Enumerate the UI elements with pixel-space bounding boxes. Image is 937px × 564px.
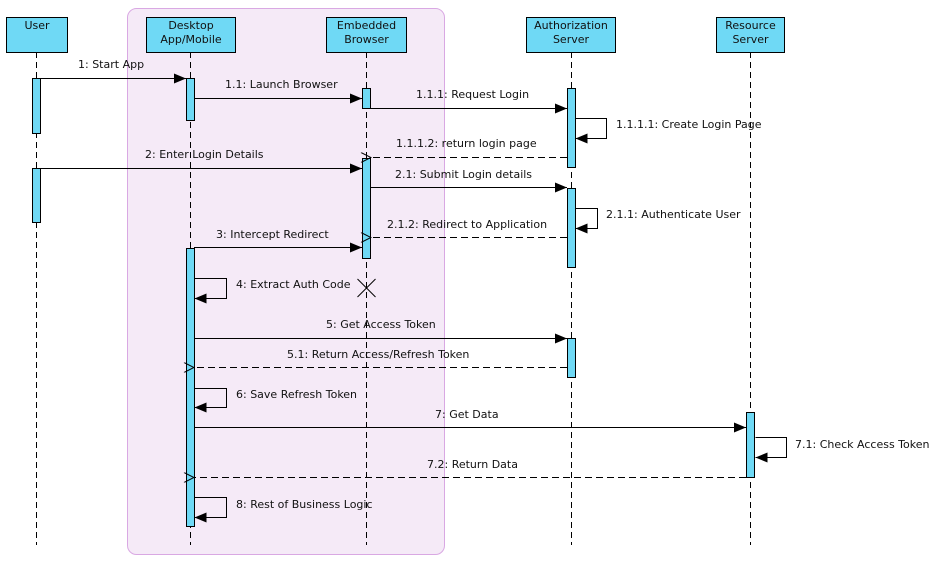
message-self[interactable] <box>575 118 607 144</box>
participant-box <box>6 17 68 53</box>
activation-bar-resource <box>746 412 755 478</box>
participant-label: Server <box>553 33 590 46</box>
participant-label: Browser <box>344 33 389 46</box>
participant-box <box>146 17 236 53</box>
activation-bar-auth <box>567 338 576 378</box>
message-label: 3: Intercept Redirect <box>216 228 329 241</box>
message-label: 8: Rest of Business Logic <box>236 498 373 511</box>
message-label: 1.1: Launch Browser <box>225 78 338 91</box>
activation-bar-browser <box>362 158 371 259</box>
message-self[interactable] <box>575 208 598 234</box>
message-label: 2.1.2: Redirect to Application <box>387 218 547 231</box>
participant-label: Resource <box>725 19 776 32</box>
message-self[interactable] <box>194 388 227 413</box>
message-label: 7.1: Check Access Token <box>795 438 930 451</box>
self-message-arrow <box>575 118 607 144</box>
activation-bar-desktop <box>186 78 195 121</box>
self-message-arrow <box>194 497 227 523</box>
participant-label: User <box>24 19 50 32</box>
message-label: 2.1.1: Authenticate User <box>606 208 741 221</box>
message-label: 2.1: Submit Login details <box>395 168 532 181</box>
participant-label: App/Mobile <box>160 33 222 46</box>
participant-label: Embedded <box>337 19 396 32</box>
activation-bar-auth <box>567 88 576 168</box>
activation-bar-user <box>32 78 41 134</box>
activation-bar-desktop <box>186 248 195 527</box>
message-self[interactable] <box>194 497 227 523</box>
message-label: 7.2: Return Data <box>427 458 518 471</box>
activation-bar-user <box>32 168 41 223</box>
self-message-arrow <box>194 388 227 413</box>
activation-bar-browser <box>362 88 371 109</box>
participant-label: Authorization <box>534 19 608 32</box>
destroy-x-icon <box>357 278 376 298</box>
message-label: 1: Start App <box>78 58 144 71</box>
participant-box <box>716 17 785 53</box>
message-label: 4: Extract Auth Code <box>236 278 351 291</box>
message-self[interactable] <box>194 278 227 304</box>
message-label: 7: Get Data <box>435 408 499 421</box>
message-label: 5: Get Access Token <box>326 318 436 331</box>
message-label: 1.1.1.2: return login page <box>396 137 537 150</box>
activation-bar-auth <box>567 188 576 268</box>
participant-box <box>326 17 407 53</box>
client-group-box <box>127 8 445 555</box>
participant-box <box>526 17 616 53</box>
message-label: 5.1: Return Access/Refresh Token <box>287 348 469 361</box>
self-message-arrow <box>755 437 787 463</box>
self-message-arrow <box>194 278 227 304</box>
message-label: 2: Enter Login Details <box>145 148 264 161</box>
message-self[interactable] <box>755 437 787 463</box>
self-message-arrow <box>575 208 598 234</box>
participant-label: Server <box>732 33 769 46</box>
participant-label: Desktop <box>168 19 213 32</box>
message-label: 6: Save Refresh Token <box>236 388 357 401</box>
message-label: 1.1.1.1: Create Login Page <box>616 118 762 131</box>
message-label: 1.1.1: Request Login <box>416 88 529 101</box>
participant-user[interactable]: User <box>6 17 68 53</box>
